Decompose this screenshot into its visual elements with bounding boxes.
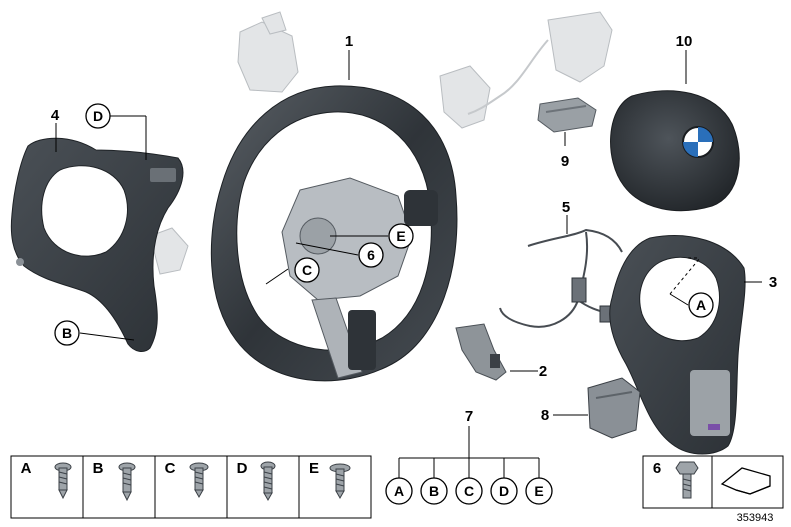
- part-1-steering-wheel: [210, 85, 458, 382]
- part-9-connector: [537, 97, 597, 133]
- document-number: 353943: [737, 512, 774, 524]
- part-label-7: 7: [465, 408, 473, 425]
- part-5-wiring-harness: [499, 228, 623, 328]
- legend-letter-b: B: [93, 460, 104, 477]
- part-label-10: 10: [676, 33, 693, 50]
- screw-c-icon: [189, 462, 209, 499]
- part-10-airbag: [610, 90, 740, 212]
- kit-letter-c: C: [464, 483, 474, 499]
- kit-letter-e: E: [534, 483, 543, 499]
- screw-legend-table: A B C D E: [10, 455, 372, 519]
- screw-a-icon: [54, 462, 72, 500]
- callout-E-center: E: [388, 223, 414, 249]
- part-8-bracket: [587, 377, 641, 439]
- kit-letter-b: B: [429, 483, 439, 499]
- legend-letter-c: C: [165, 460, 176, 477]
- legend-letter-e: E: [309, 460, 319, 477]
- diagram-symbol-icon: [720, 467, 771, 495]
- callout-6-center-label: 6: [367, 247, 375, 263]
- part-label-1: 1: [345, 33, 353, 50]
- part-2-connector: [455, 323, 507, 381]
- screw-e-icon: [329, 463, 351, 500]
- bolt-6-box: 6: [642, 455, 784, 509]
- callout-D-left-label: D: [93, 108, 103, 124]
- part-3-steering-cover-right: [609, 235, 746, 455]
- part-label-3: 3: [769, 274, 777, 291]
- kit-7-tree: A B C D E: [385, 426, 553, 505]
- kit-letter-a: A: [394, 483, 404, 499]
- callout-6-center: 6: [358, 242, 384, 268]
- callout-B-left: B: [54, 320, 80, 346]
- part-label-2: 2: [539, 363, 547, 380]
- screw-b-icon: [118, 462, 136, 502]
- part-label-4: 4: [51, 107, 60, 124]
- callout-D-left: D: [85, 103, 111, 129]
- callout-C-center: C: [294, 257, 320, 283]
- part-4-steering-cover-left: [10, 137, 184, 352]
- legend-letter-a: A: [21, 460, 32, 477]
- kit-letter-d: D: [499, 483, 509, 499]
- callout-E-center-label: E: [396, 228, 405, 244]
- legend-letter-d: D: [237, 460, 248, 477]
- callout-A-right-label: A: [696, 297, 706, 313]
- part-label-8: 8: [541, 407, 549, 424]
- callout-B-left-label: B: [62, 325, 72, 341]
- part-label-9: 9: [561, 153, 569, 170]
- ghost-switch-illustration: [149, 11, 613, 275]
- part-label-5: 5: [562, 199, 570, 216]
- bolt-icon: [675, 461, 699, 499]
- callout-A-right: A: [688, 292, 714, 318]
- callout-C-center-label: C: [302, 262, 312, 278]
- screw-d-icon: [260, 461, 276, 502]
- leader-lines: [55, 50, 762, 416]
- bolt-6-label: 6: [653, 460, 661, 477]
